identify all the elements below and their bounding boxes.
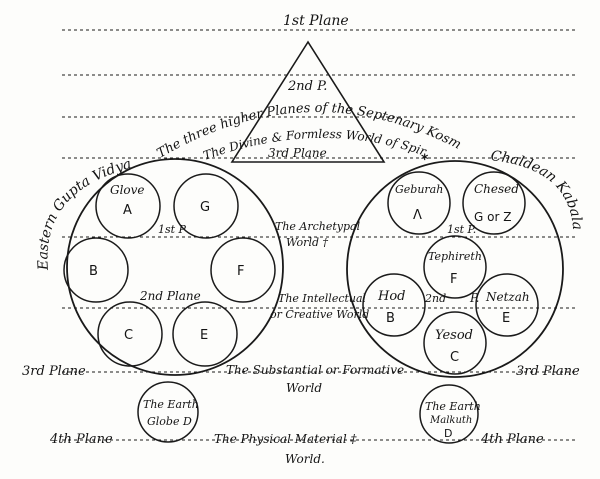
hod-letter: B [386, 311, 395, 326]
third-plane-label-left: 3rd Plane [22, 364, 86, 379]
fourth-plane-label-left: 4th Plane [49, 432, 113, 447]
yesod-globe [423, 311, 487, 375]
right-second-plane-label: 2nd [424, 292, 446, 305]
left-globe-g [173, 173, 239, 239]
geburah-globe [387, 171, 451, 235]
chesed-letter: G or Z [474, 210, 511, 224]
right-first-plane-label: 1st P. [447, 223, 476, 236]
third-plane-triangle-label: 3rd Plane [268, 146, 327, 160]
left-first-plane-label: 1st P [158, 223, 187, 236]
geburah-letter: Λ [413, 208, 422, 223]
yesod-letter: C [450, 350, 459, 365]
right-big-circle [346, 160, 564, 378]
intellectual-world-label-1: The Intellectual [278, 292, 367, 305]
left-globe-f-letter: F [237, 264, 244, 279]
archetypal-world-label-2: World † [286, 236, 328, 249]
left-big-circle [66, 158, 284, 376]
arc-text-lower: The Divine & Formless World of Spirit [0, 0, 429, 163]
arc-text-lower-path: The Divine & Formless World of Spirit [0, 0, 429, 163]
netzah-name: Netzah [485, 290, 530, 304]
left-globe-c-letter: C [124, 328, 133, 343]
triangle [230, 40, 386, 163]
malkuth-letter: D [444, 427, 452, 440]
hod-globe [362, 273, 426, 337]
left-earth-globe [137, 381, 199, 443]
fourth-plane-label-right: 4th Plane [480, 432, 544, 447]
intellectual-world-label-2: or Creative World [270, 308, 369, 321]
tephireth-letter: F [450, 272, 457, 287]
right-p-label: P. [469, 291, 479, 305]
left-globe-a-letter: A [123, 203, 132, 218]
left-globe-g-letter: G [200, 200, 210, 215]
left-earth-label: The Earth [143, 398, 199, 411]
left-system-label: Eastern Gupta Vidya [35, 156, 133, 271]
netzah-letter: E [502, 311, 510, 326]
asterisk-mark: * [421, 152, 429, 168]
physical-world-label-1: The Physical Material ‡ [214, 432, 358, 446]
malkuth-label: Malkuth [429, 415, 472, 426]
second-plane-triangle-label: 2nd P. [287, 79, 327, 94]
netzah-globe [475, 273, 539, 337]
right-earth-globe [419, 384, 479, 444]
left-earth-globe-label: Globe D [147, 415, 192, 428]
substantial-world-label-2: World [286, 381, 322, 395]
chesed-globe [462, 171, 526, 235]
substantial-world-label-1: The Substantial or Formative [226, 363, 404, 377]
left-globe-b-letter: B [89, 264, 98, 279]
left-globe-e-letter: E [200, 328, 208, 343]
geburah-name: Geburah [395, 183, 443, 196]
tephireth-name: Tephireth [428, 250, 482, 263]
yesod-name: Yesod [435, 328, 473, 343]
left-globe-b [63, 237, 129, 303]
chesed-name: Chesed [474, 182, 519, 196]
left-globe-a-name: Glove [110, 183, 145, 197]
first-plane-label: 1st Plane [283, 13, 349, 29]
left-system-label-path: Eastern Gupta Vidya [35, 156, 133, 271]
hod-name: Hod [377, 289, 406, 304]
physical-world-label-2: World. [285, 452, 325, 466]
left-globe-c [97, 301, 163, 367]
left-globe-f [210, 237, 276, 303]
archetypal-world-label-1: The Archetypal [275, 220, 361, 233]
third-plane-label-right: 3rd Plane [516, 364, 580, 379]
left-second-plane-label: 2nd Plane [139, 289, 201, 303]
left-globe-e [172, 301, 238, 367]
tephireth-globe [423, 235, 487, 299]
right-earth-label: The Earth [425, 400, 481, 413]
left-globe-a [95, 173, 161, 239]
